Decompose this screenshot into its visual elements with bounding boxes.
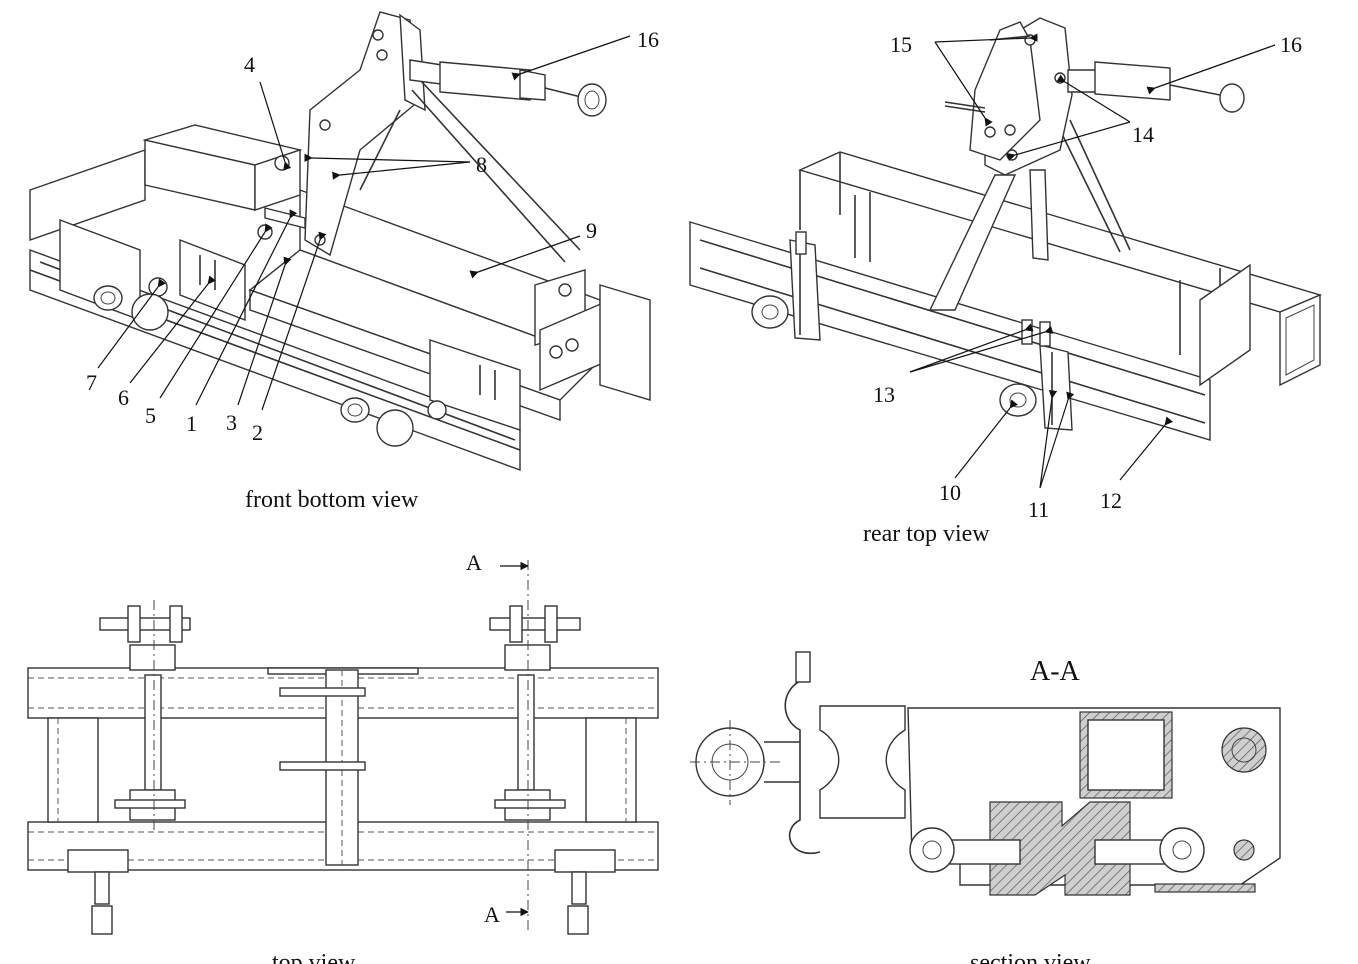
wheel-right	[340, 397, 370, 423]
rear-top-link	[1094, 61, 1171, 101]
caption-rear-top-view: rear top view	[863, 521, 990, 547]
rear-top-view	[689, 17, 1323, 441]
caption-top-view: top view	[272, 950, 356, 964]
section-mark-top: A	[466, 550, 482, 575]
section-rail	[819, 705, 906, 819]
callout-13: 13	[873, 382, 895, 407]
a-frame-leg	[928, 174, 1017, 311]
right-bracket	[429, 339, 521, 431]
front-bottom-view	[29, 11, 651, 472]
callout-15: 15	[890, 32, 912, 57]
callout-11: 11	[1028, 497, 1049, 522]
top-view	[27, 560, 659, 935]
section-title: A-A	[1030, 656, 1081, 687]
callout-16-front: 16	[637, 27, 659, 52]
section-markers: A A	[466, 550, 529, 927]
wheel-left	[93, 285, 123, 311]
callout-2: 2	[252, 420, 263, 445]
callout-7: 7	[86, 370, 97, 395]
callout-14: 14	[1132, 122, 1154, 147]
callout-5: 5	[145, 403, 156, 428]
callout-12: 12	[1100, 488, 1122, 513]
callout-16-rear: 16	[1280, 32, 1302, 57]
callout-4: 4	[244, 52, 255, 77]
callout-9: 9	[586, 218, 597, 243]
rear-wheel-right	[999, 383, 1037, 417]
section-view: A-A	[690, 651, 1281, 896]
front-bottom-callouts: 16 4 8 9 7 6 5 1 3 2	[86, 27, 659, 445]
caption-front-bottom-view: front bottom view	[245, 487, 419, 513]
callout-6: 6	[118, 385, 129, 410]
callout-1: 1	[186, 411, 197, 436]
left-end-plate	[29, 149, 146, 241]
clamp-11	[1039, 344, 1073, 431]
callout-3: 3	[226, 410, 237, 435]
caption-section-view: section view	[970, 950, 1091, 964]
section-mark-bottom: A	[484, 902, 500, 927]
section-hatched-block	[989, 801, 1131, 896]
callout-10: 10	[939, 480, 961, 505]
callout-8: 8	[476, 152, 487, 177]
rear-wheel-left	[751, 295, 789, 329]
rear-top-callouts: 16 15 14 13 10 11 12	[873, 32, 1302, 522]
